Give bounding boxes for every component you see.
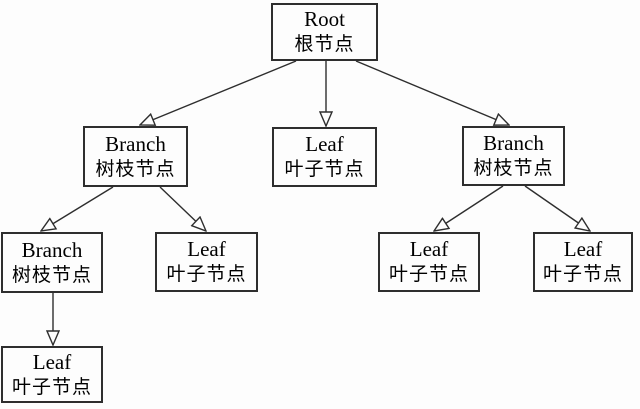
node-branch-left: Branch 树枝节点 — [83, 126, 188, 187]
edge-bright-leaf-rl — [434, 185, 504, 231]
node-leaf-rr-label-en: Leaf — [563, 237, 603, 261]
node-leaf-lr-label-en: Leaf — [187, 237, 226, 261]
node-leaf-lower-left: Leaf 叶子节点 — [155, 232, 258, 292]
node-leaf-rl-label-zh: 叶子节点 — [388, 264, 469, 285]
node-branch-right-label-en: Branch — [483, 131, 544, 155]
node-root-label-en: Root — [304, 7, 345, 31]
node-branch-ll-label-en: Branch — [21, 237, 83, 262]
node-leaf-rr-label-zh: 叶子节点 — [542, 264, 623, 285]
node-root-label-zh: 根节点 — [294, 34, 355, 55]
edge-bleft-branch-ll — [41, 186, 114, 231]
edge-root-branch-right — [355, 60, 509, 125]
node-root: Root 根节点 — [271, 3, 378, 61]
node-leaf-lower-mid: Leaf 叶子节点 — [378, 232, 480, 292]
node-leaf-bottom-label-en: Leaf — [32, 349, 72, 374]
edge-bleft-leaf-lr — [159, 186, 206, 231]
edge-bright-leaf-rr — [524, 185, 590, 231]
node-leaf-mid-label-en: Leaf — [305, 132, 344, 156]
node-branch-ll-label-zh: 树枝节点 — [11, 264, 92, 286]
node-branch-right: Branch 树枝节点 — [462, 126, 565, 186]
edge-root-branch-left — [140, 60, 297, 125]
node-leaf-bottom-label-zh: 叶子节点 — [11, 376, 92, 398]
node-branch-lower-left: Branch 树枝节点 — [1, 232, 103, 293]
node-leaf-rl-label-en: Leaf — [409, 237, 449, 261]
node-branch-right-label-zh: 树枝节点 — [473, 158, 554, 179]
node-leaf-mid-label-zh: 叶子节点 — [284, 159, 365, 180]
node-leaf-mid: Leaf 叶子节点 — [272, 127, 377, 187]
node-leaf-bottom: Leaf 叶子节点 — [1, 346, 103, 403]
node-leaf-lower-right: Leaf 叶子节点 — [533, 232, 633, 292]
node-branch-left-label-en: Branch — [105, 131, 166, 156]
node-branch-left-label-zh: 树枝节点 — [95, 158, 176, 180]
node-leaf-lr-label-zh: 叶子节点 — [166, 264, 247, 285]
